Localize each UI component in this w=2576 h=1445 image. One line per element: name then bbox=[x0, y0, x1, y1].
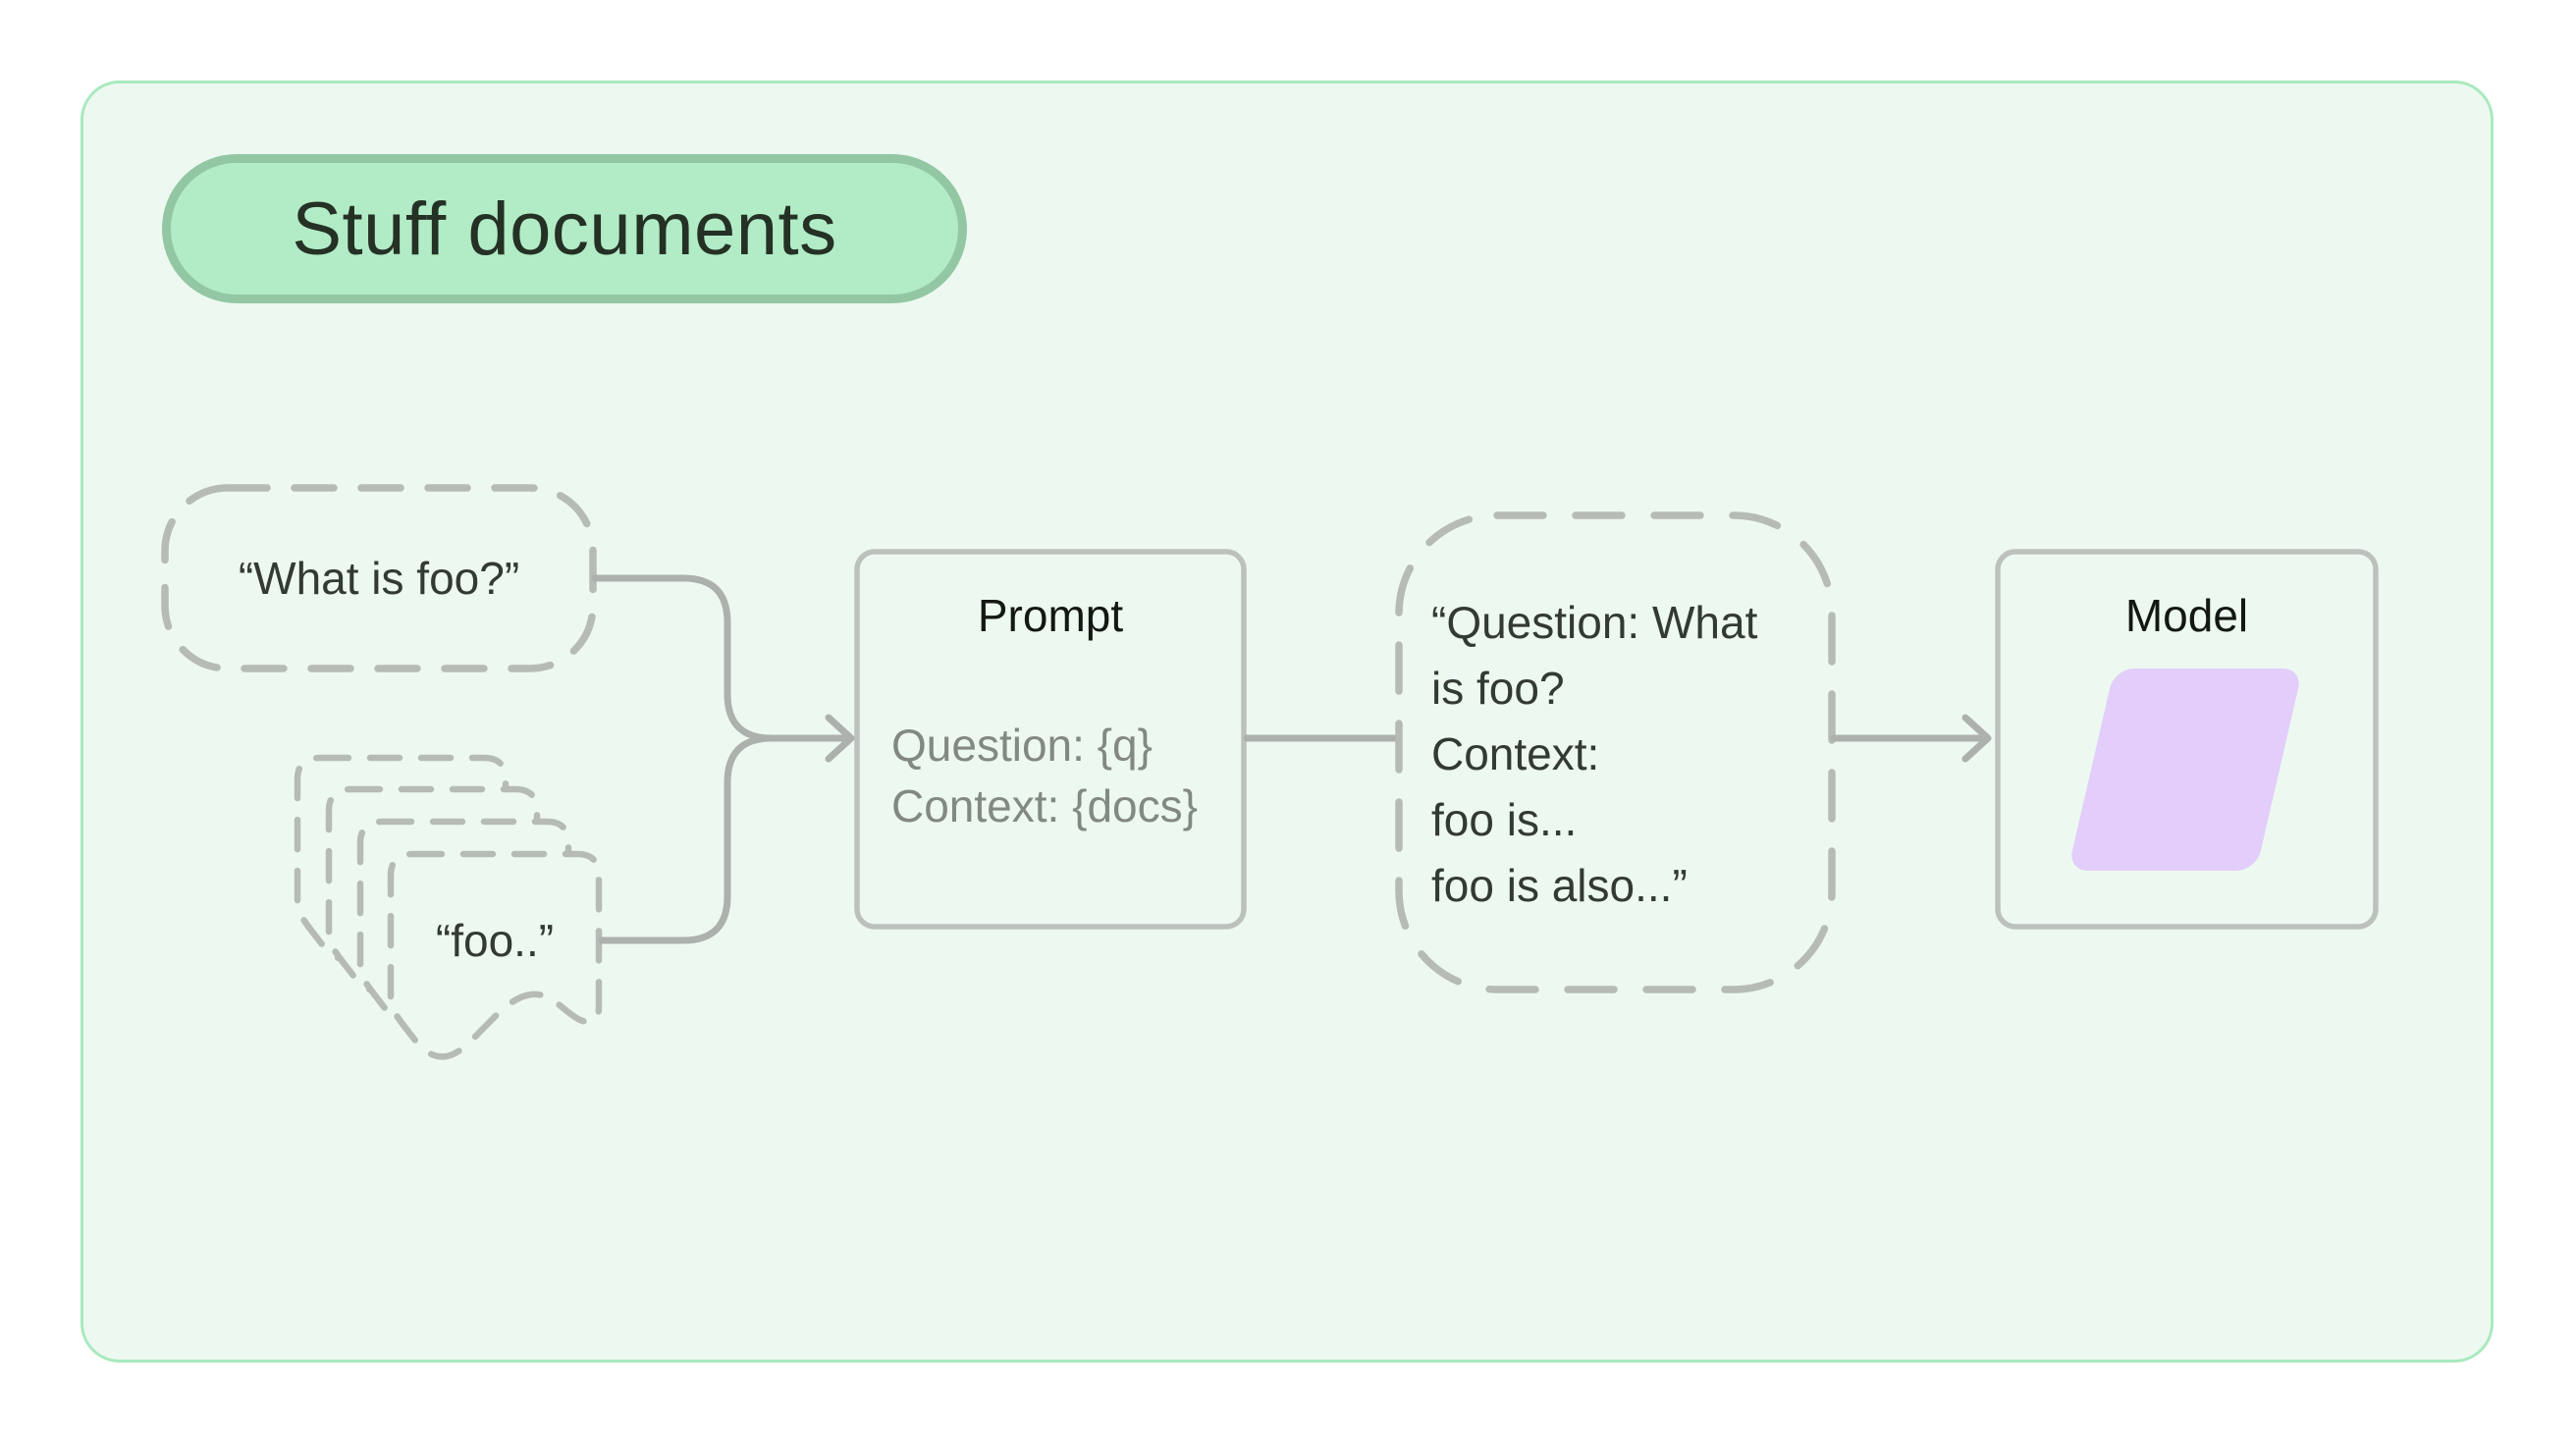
query-text: “What is foo?” bbox=[238, 553, 520, 604]
model-node-outline bbox=[1995, 549, 2379, 930]
title-pill-label: Stuff documents bbox=[292, 187, 837, 271]
arrowhead-into-model-icon bbox=[1961, 714, 1992, 763]
arrowhead-into-prompt-icon bbox=[825, 714, 855, 763]
query-to-prompt-connector bbox=[591, 574, 776, 742]
stuffed-line: “Question: What bbox=[1431, 597, 1758, 648]
stuffed-line: is foo? bbox=[1431, 663, 1565, 714]
title-pill: Stuff documents bbox=[162, 154, 967, 303]
query-node: “What is foo?” bbox=[165, 488, 593, 669]
model-node-title: Model bbox=[2124, 590, 2249, 641]
docs-to-prompt-connector bbox=[598, 734, 776, 944]
stuffed-node-outline bbox=[1395, 511, 1836, 993]
prompt-line: Context: {docs} bbox=[891, 780, 1198, 831]
stuffed-line: foo is also...” bbox=[1431, 860, 1688, 911]
prompt-node-title: Prompt bbox=[977, 590, 1124, 641]
prompt-node-body: Question: {q} Context: {docs} bbox=[891, 715, 1198, 836]
prompt-line: Question: {q} bbox=[891, 720, 1153, 771]
document-stack: “foo..” bbox=[391, 856, 599, 1025]
stuffed-line: foo is... bbox=[1431, 794, 1578, 845]
stuffed-line: Context: bbox=[1431, 728, 1600, 779]
document-front-text: “foo..” bbox=[435, 915, 555, 966]
stuffed-node-body: “Question: What is foo? Context: foo is.… bbox=[1431, 590, 1757, 919]
